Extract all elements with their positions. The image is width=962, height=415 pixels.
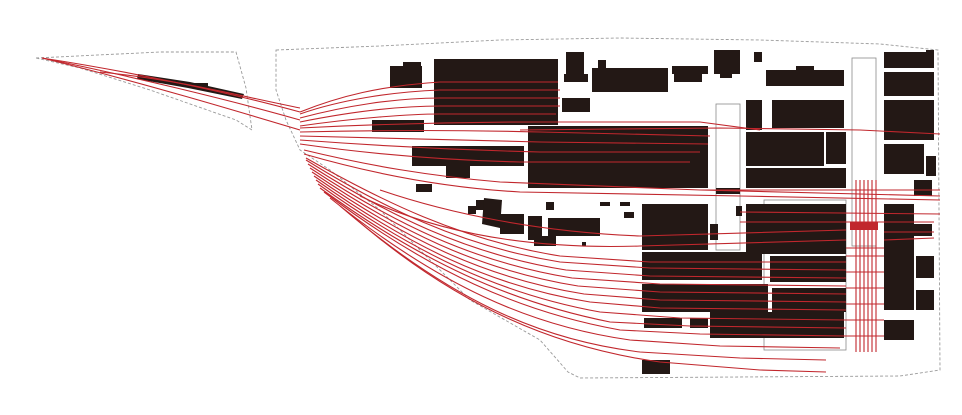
building-south-20	[644, 318, 682, 328]
track	[299, 135, 709, 145]
track	[739, 211, 941, 215]
building-east-8	[884, 100, 934, 140]
building-south-hall	[642, 204, 708, 250]
shed-outline-center	[715, 103, 741, 251]
track	[319, 187, 847, 329]
building-south-16	[642, 252, 762, 280]
track	[299, 89, 560, 115]
site-boundary-group	[35, 37, 941, 379]
building-north-2	[403, 62, 421, 70]
building-south-18	[642, 284, 768, 312]
track	[315, 179, 847, 311]
track	[329, 197, 841, 349]
track	[303, 149, 941, 197]
building-east-7	[884, 72, 934, 96]
track	[299, 129, 711, 137]
building-east-10	[926, 156, 936, 176]
building-east-12	[926, 50, 934, 56]
track	[883, 237, 935, 241]
track	[303, 153, 941, 201]
building-north-11	[714, 50, 740, 74]
building-south-5	[528, 216, 542, 240]
building-south-14	[736, 206, 742, 216]
track	[317, 183, 847, 321]
building-east-13	[884, 204, 914, 310]
building-mid-west-3	[446, 166, 470, 178]
building-south-19	[772, 288, 846, 312]
building-north-3	[566, 52, 584, 74]
building-north-10	[674, 74, 702, 82]
building-mid-west-4	[416, 184, 432, 192]
track	[299, 105, 560, 123]
building-north-9	[672, 66, 708, 74]
building-mid-west-1	[372, 120, 424, 132]
building-north-7	[598, 60, 606, 70]
building-east-5	[746, 168, 846, 188]
track	[359, 195, 847, 248]
track	[305, 159, 847, 271]
track	[41, 57, 301, 131]
building-south-10	[620, 202, 630, 206]
track	[299, 139, 700, 153]
building-north-1	[390, 66, 422, 88]
track	[299, 81, 558, 113]
building-mid-hall	[528, 126, 708, 188]
building-east-17	[884, 320, 914, 340]
building-east-11	[914, 180, 932, 196]
building-north-4	[564, 74, 588, 82]
building-east-14	[914, 224, 932, 236]
track	[299, 97, 560, 119]
building-south-21	[690, 318, 708, 328]
building-north-12	[720, 72, 732, 78]
building-south-8	[548, 218, 600, 236]
track	[307, 163, 847, 279]
track	[519, 127, 941, 135]
building-east-16	[916, 290, 934, 310]
track	[309, 167, 847, 287]
building-south-7	[546, 202, 554, 210]
track	[299, 113, 556, 127]
building-north-hall	[434, 59, 558, 125]
track	[349, 213, 827, 373]
track	[299, 143, 690, 163]
track	[99, 71, 301, 109]
building-north-15	[796, 66, 814, 72]
building-south-1	[468, 206, 476, 214]
building-south-4	[500, 214, 524, 234]
building-east-1	[746, 100, 762, 130]
building-north-8	[624, 68, 632, 74]
building-south-13	[710, 224, 718, 240]
building-east-4	[826, 132, 846, 164]
building-south-15	[746, 204, 846, 254]
building-east-3	[746, 132, 824, 166]
building-east-15	[916, 256, 934, 278]
track	[313, 175, 847, 303]
building-south-2	[476, 200, 484, 210]
building-south-3	[482, 198, 502, 228]
track	[311, 171, 847, 295]
building-south-11	[624, 212, 634, 218]
building-south-6	[534, 236, 556, 246]
track	[41, 57, 301, 121]
site-boundary-main	[275, 37, 941, 379]
building-south-12	[582, 242, 586, 246]
building-mid-west-2	[412, 146, 524, 166]
building-east-2	[772, 100, 844, 128]
track	[305, 157, 846, 263]
building-east-6	[884, 52, 934, 68]
track	[323, 191, 847, 337]
track	[379, 189, 847, 237]
rail-tracks-group	[41, 57, 941, 373]
rail-bridge-marker	[850, 222, 878, 230]
track	[299, 121, 761, 131]
building-north-14	[766, 70, 844, 86]
building-east-9	[884, 144, 924, 174]
building-west-small	[192, 83, 208, 88]
building-south-23	[642, 360, 670, 374]
building-north-13	[754, 52, 762, 62]
building-north-5	[562, 98, 590, 112]
building-south-9	[600, 202, 610, 206]
building-south-22	[710, 312, 844, 338]
